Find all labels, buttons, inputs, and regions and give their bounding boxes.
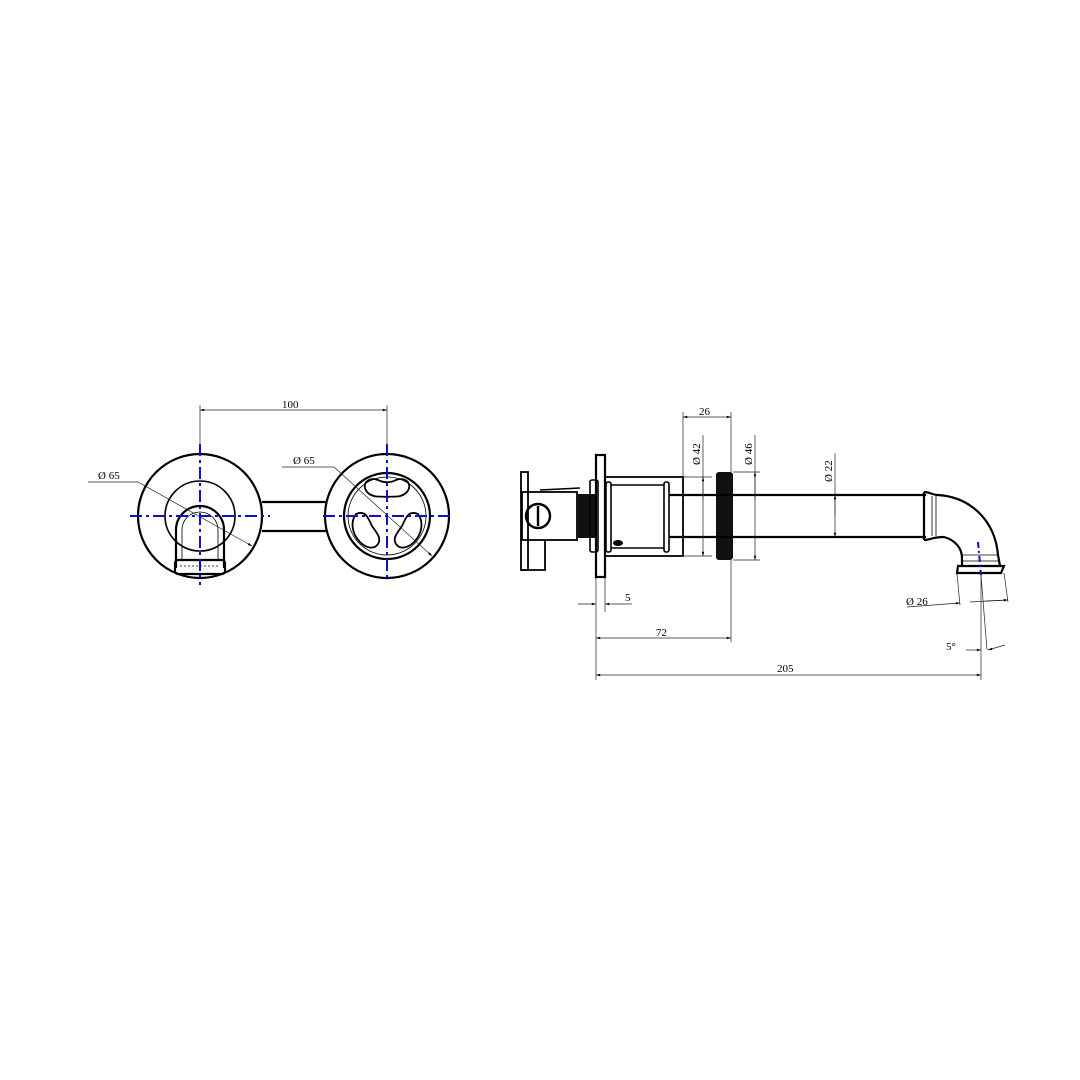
dimension-sleeve-diameter: [683, 435, 712, 557]
label-sleeve-diameter: Ø 42: [691, 443, 703, 465]
sleeve: [604, 476, 684, 557]
label-center-distance: 100: [282, 399, 299, 411]
label-pipe-diameter: Ø 22: [823, 460, 835, 482]
flange: [716, 472, 733, 560]
dimension-spout-plate-diameter: [88, 481, 253, 547]
dimension-center-distance: [199, 405, 388, 445]
label-spout-plate-diameter: Ø 65: [98, 470, 120, 482]
dimension-outlet-diameter: [906, 572, 1009, 608]
label-handle-plate-diameter: Ø 65: [293, 455, 315, 467]
dimension-handle-plate-diameter: [282, 466, 433, 557]
valve-body: [520, 471, 599, 571]
label-plate-thickness: 5: [625, 592, 631, 604]
label-total-projection: 205: [777, 663, 794, 675]
label-outlet-diameter: Ø 26: [906, 596, 928, 608]
dimension-outlet-angle: [966, 574, 1006, 652]
side-view: [520, 412, 1009, 680]
label-sleeve-length: 26: [699, 406, 711, 418]
label-flange-diameter: Ø 46: [743, 443, 755, 465]
dimension-sleeve-length: [682, 412, 732, 476]
dimension-total-projection: [595, 575, 982, 680]
label-wall-to-flange: 72: [656, 627, 667, 639]
dimension-wall-to-flange: [595, 560, 732, 642]
spout-elbow: [922, 490, 1006, 576]
dimension-flange-diameter: [733, 435, 760, 561]
front-view: [88, 405, 452, 585]
dimension-plate-thickness: [578, 578, 632, 680]
label-outlet-angle: 5°: [946, 641, 956, 653]
